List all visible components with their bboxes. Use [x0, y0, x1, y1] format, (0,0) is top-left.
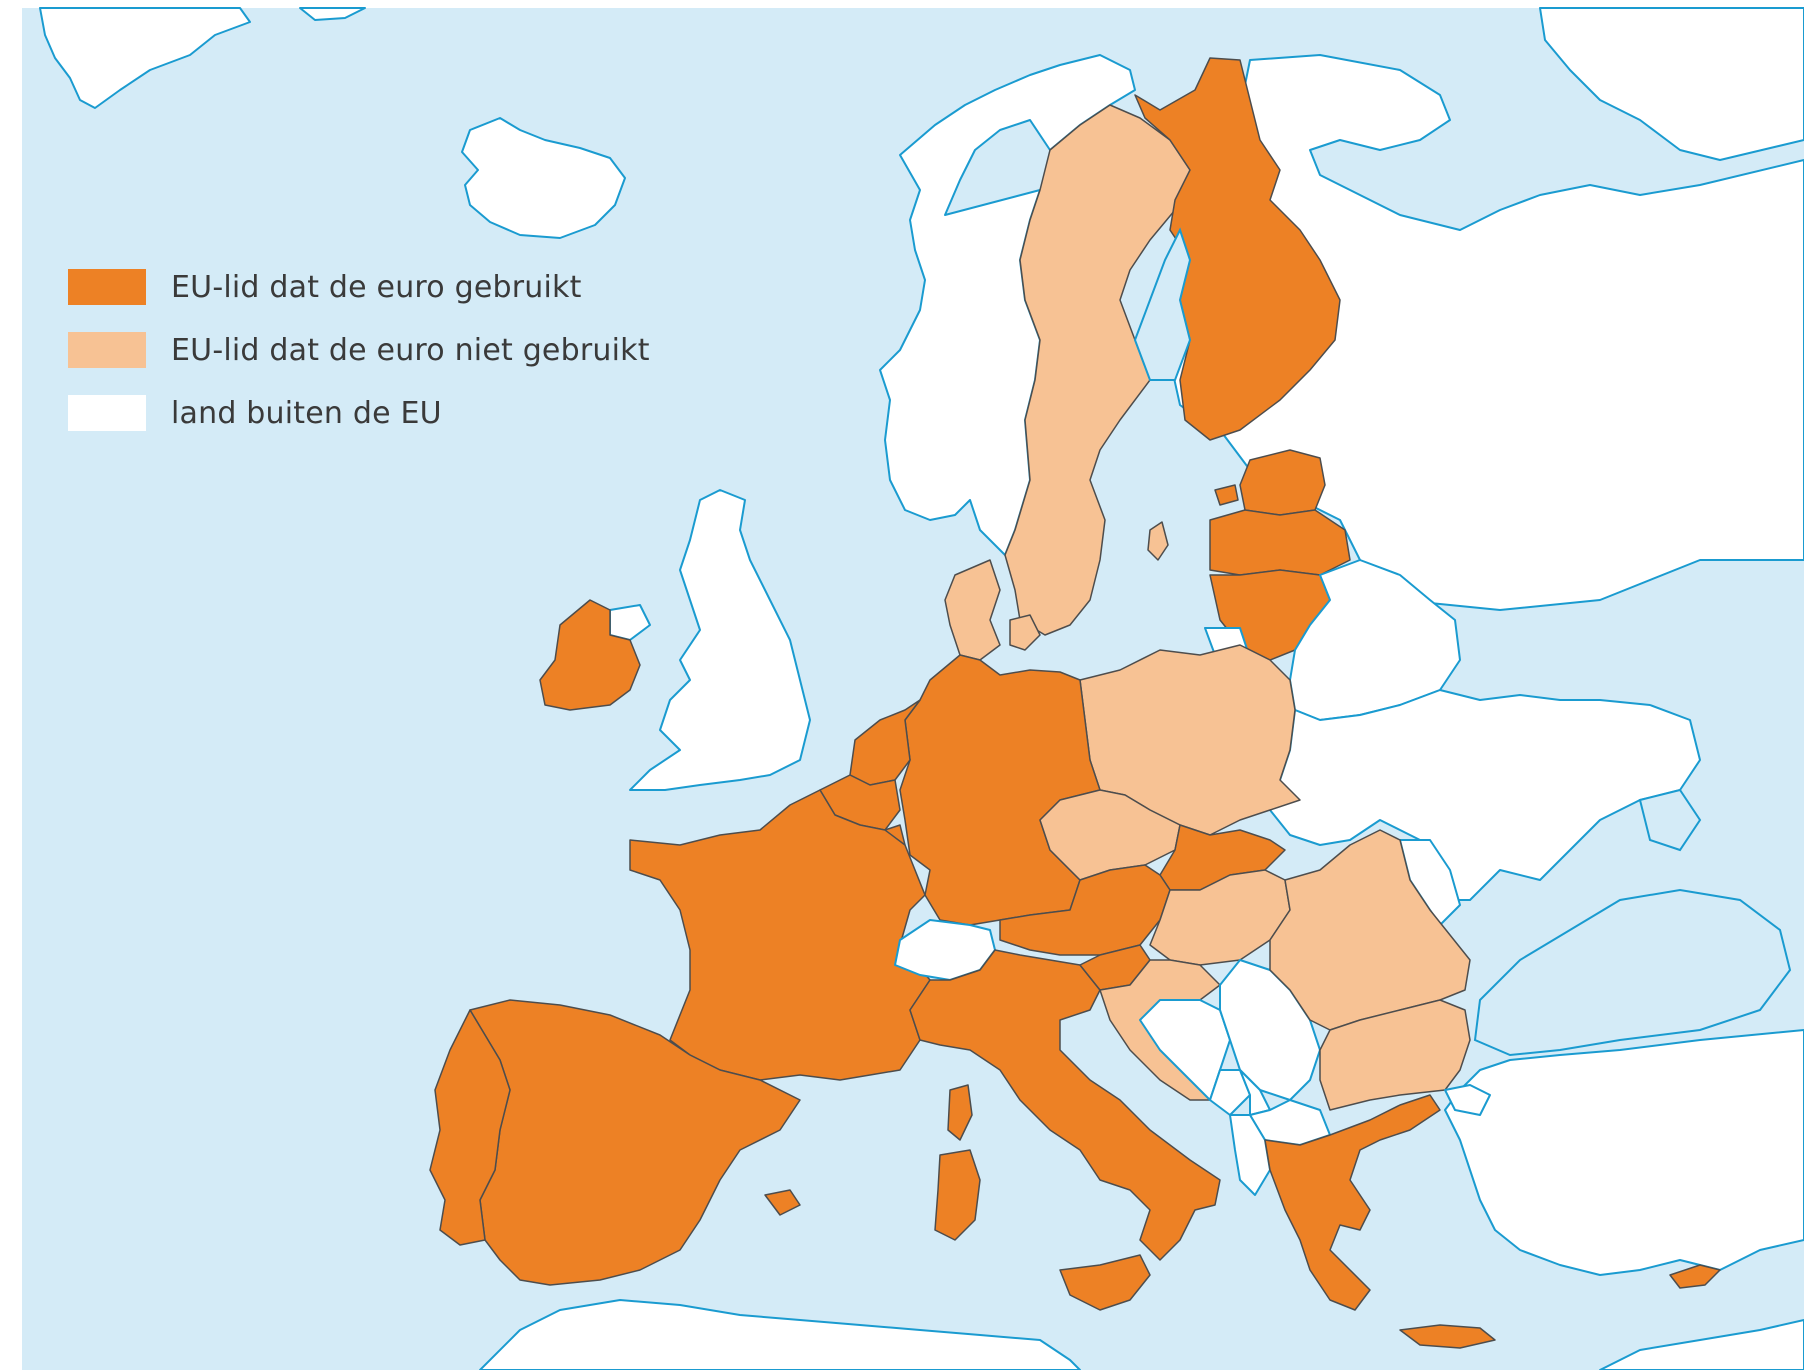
legend-label-euro-member: EU-lid dat de euro gebruikt — [171, 269, 582, 305]
legend-swatch-non-eu — [68, 395, 146, 431]
cyprus — [1669, 1264, 1721, 1289]
romania — [1269, 829, 1471, 1031]
portugal — [429, 1009, 511, 1246]
legend-item-euro-member: EU-lid dat de euro gebruikt — [68, 268, 650, 306]
great-britain — [629, 489, 811, 791]
legend: EU-lid dat de euro gebruikt EU-lid dat d… — [68, 268, 650, 457]
bosnia — [1139, 999, 1231, 1101]
legend-item-non-eu: land buiten de EU — [68, 394, 650, 432]
turkey-europe — [1444, 1084, 1491, 1116]
greenland — [39, 7, 251, 109]
greenland-east — [299, 7, 366, 21]
balearic-islands — [764, 1189, 801, 1216]
legend-swatch-euro-member — [68, 269, 146, 305]
italy — [909, 949, 1221, 1261]
crete — [1399, 1324, 1496, 1349]
legend-label-non-euro-member: EU-lid dat de euro niet gebruikt — [171, 332, 650, 368]
germany — [899, 654, 1101, 926]
black-sea — [1473, 888, 1792, 1057]
russia-top — [1539, 7, 1804, 161]
ireland — [539, 599, 641, 711]
legend-item-non-euro-member: EU-lid dat de euro niet gebruikt — [68, 331, 650, 369]
estonia — [1239, 449, 1326, 516]
latvia — [1209, 509, 1351, 576]
sardinia — [934, 1149, 981, 1241]
corsica — [947, 1084, 973, 1141]
legend-swatch-non-euro-member — [68, 332, 146, 368]
legend-label-non-eu: land buiten de EU — [171, 395, 442, 431]
finland — [1134, 57, 1341, 441]
ukraine — [1269, 689, 1701, 901]
saaremaa — [1214, 484, 1239, 506]
turkey — [1444, 1029, 1804, 1276]
gulf-of-bothnia — [1133, 227, 1192, 381]
north-africa — [479, 1299, 1081, 1370]
gotland — [1147, 521, 1169, 561]
north-africa-east — [1599, 1319, 1804, 1370]
sicily — [1059, 1254, 1151, 1311]
bulgaria — [1319, 999, 1471, 1111]
caspian-lake — [1638, 788, 1702, 852]
denmark — [944, 559, 1001, 661]
denmark-islands — [1009, 614, 1041, 651]
iceland — [461, 117, 626, 239]
albania — [1229, 1114, 1271, 1196]
greece — [1264, 1094, 1441, 1311]
